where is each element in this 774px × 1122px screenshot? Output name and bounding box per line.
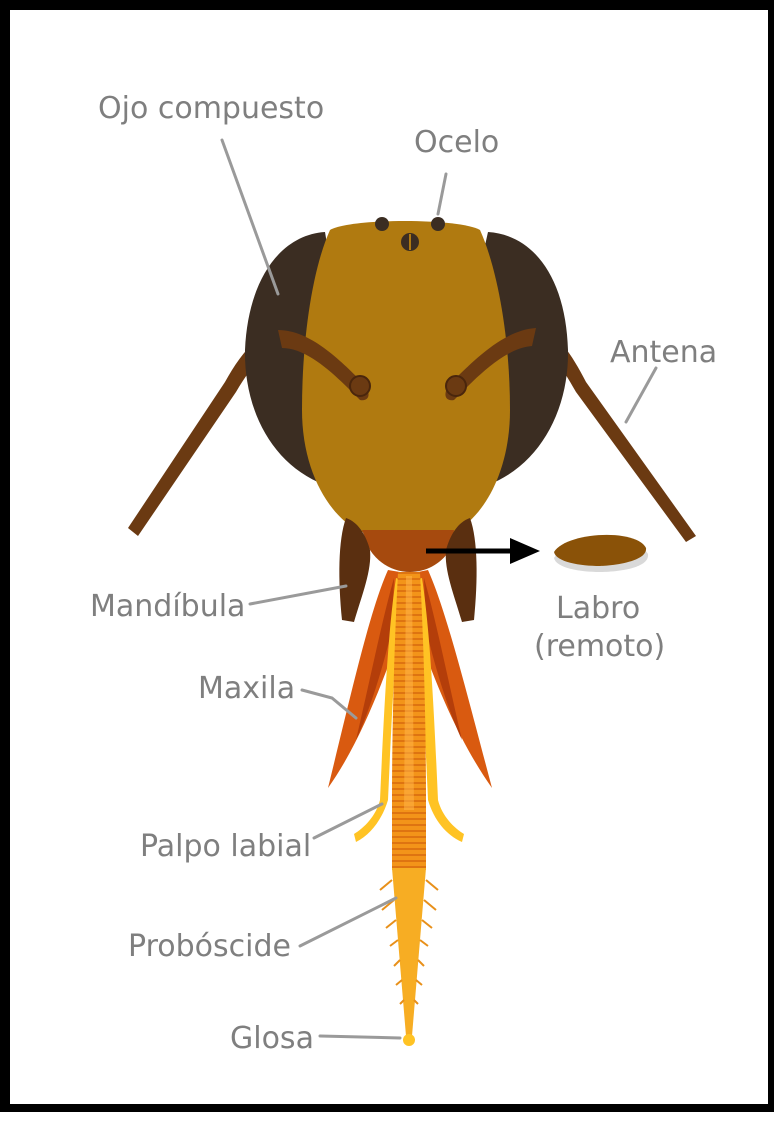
label-labial-palp: Palpo labial bbox=[140, 829, 311, 864]
label-mandible: Mandíbula bbox=[90, 589, 245, 624]
leader-ocellus bbox=[438, 174, 446, 214]
glossa-flabellum bbox=[403, 1034, 415, 1046]
leader-mandible bbox=[250, 586, 346, 604]
leader-compound-eye bbox=[222, 140, 278, 294]
label-proboscis: Probóscide bbox=[128, 929, 291, 964]
label-glossa: Glosa bbox=[230, 1021, 314, 1056]
antenna-socket-right bbox=[446, 376, 466, 396]
labrum-piece bbox=[554, 535, 648, 572]
label-labrum: Labro bbox=[556, 591, 640, 626]
head-capsule bbox=[302, 221, 510, 532]
label-ocellus: Ocelo bbox=[414, 125, 499, 160]
leader-antenna bbox=[626, 368, 656, 422]
label-maxilla: Maxila bbox=[198, 671, 295, 706]
label-antenna: Antena bbox=[610, 335, 717, 370]
leader-glossa bbox=[320, 1036, 400, 1038]
antenna-socket-left bbox=[350, 376, 370, 396]
label-compound-eye: Ojo compuesto bbox=[98, 91, 324, 126]
bee-head-diagram: Ojo compuesto Ocelo Antena Mandíbula Lab… bbox=[10, 10, 774, 1122]
leader-proboscis bbox=[300, 898, 396, 946]
label-labrum-remote: (remoto) bbox=[534, 629, 665, 664]
glossa-tip bbox=[380, 868, 438, 1046]
